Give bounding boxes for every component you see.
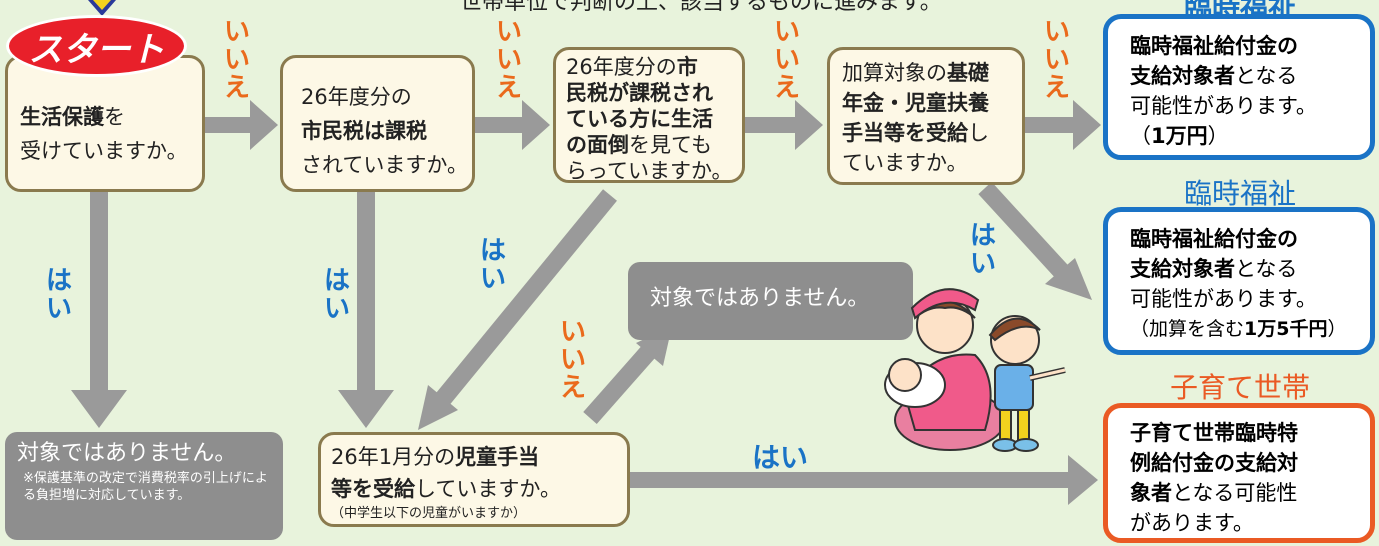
result-box-2: 臨時福祉給付金の 支給対象者となる 可能性があります。 （加算を含む1万5千円） — [1103, 207, 1375, 355]
question-child-allowance: 26年1月分の児童手当 等を受給していますか。 （中学生以下の児童がいますか） — [318, 432, 630, 527]
q4-l3a: 手当等を受給 — [842, 121, 968, 145]
r2-l2b: となる — [1235, 257, 1298, 281]
not-eligible-box-2: 対象ではありません。 — [628, 262, 913, 340]
q1-line2: 受けていますか。 — [20, 139, 188, 163]
no-4-char-2: い — [1043, 45, 1070, 75]
r1-l4a: （ — [1130, 124, 1151, 148]
label-yes-4: はい — [968, 222, 998, 278]
q5-b: 児童手当 — [455, 445, 540, 469]
r1-l3: 可能性があります。 — [1130, 94, 1317, 118]
yes-2-char-1: は — [323, 266, 350, 296]
label-no-3: いいえ — [772, 18, 802, 102]
r2-l4b: 1万5千円 — [1244, 318, 1328, 340]
no-3-char-3: え — [773, 73, 800, 103]
r3-l1: 子育て世帯臨時特 — [1130, 421, 1298, 445]
pointer-inner-icon — [93, 0, 111, 10]
no-4-char-3: え — [1043, 73, 1070, 103]
result-box-3: 子育て世帯臨時特 例給付金の支給対 象者となる可能性 があります。 — [1103, 403, 1375, 543]
q1-bold: 生活保護 — [20, 105, 104, 129]
q2-line1: 26年度分の — [301, 85, 412, 109]
question-tax: 26年度分の 市民税は課税 されていますか。 — [280, 55, 475, 192]
r2-l4c: ） — [1327, 318, 1347, 340]
no-2-char-2: い — [495, 45, 522, 75]
q5-d: していますか。 — [415, 477, 561, 501]
label-yes-1: はい — [44, 267, 74, 323]
no-5-char-2: い — [559, 345, 586, 375]
result-box-1: 臨時福祉給付金の 支給対象者となる 可能性があります。 （1万円） — [1103, 14, 1375, 160]
q3-l1a: 26年度分の — [566, 55, 677, 79]
yes-2-char-2: い — [323, 294, 350, 324]
label-no-2: いいえ — [494, 18, 524, 102]
no-3-char-1: い — [773, 17, 800, 47]
q5-c: 等を受給 — [331, 477, 415, 501]
r3-l2: 例給付金の支給対 — [1130, 451, 1298, 475]
label-yes-5: はい — [752, 441, 809, 474]
question-pension: 加算対象の基礎 年金・児童扶養 手当等を受給し ていますか。 — [827, 47, 1025, 185]
q2-line2: 市民税は課税 — [301, 119, 427, 143]
r1-l2b: となる — [1235, 64, 1298, 88]
no-3-char-2: い — [773, 45, 800, 75]
q5-note: （中学生以下の児童がいますか） — [331, 506, 527, 521]
not-eligible-text-2: 対象ではありません。 — [650, 286, 870, 311]
question-welfare: 生活保護を 受けていますか。 — [5, 55, 205, 192]
q4-l3b: し — [968, 121, 989, 145]
no-1-char-3: え — [223, 73, 250, 103]
r3-l3a: 象者 — [1130, 481, 1172, 505]
q4-l4: ていますか。 — [842, 151, 968, 175]
label-yes-2: はい — [322, 267, 352, 323]
not-eligible-text-1: 対象ではありません。 — [17, 441, 237, 466]
question-support: 26年度分の市 民税が課税され ている方に生活 の面倒を見ても らっていますか。 — [553, 47, 745, 183]
r1-l2a: 支給対象者 — [1130, 64, 1235, 88]
q3-l1b: 市 — [676, 55, 698, 79]
r2-l4a: （加算を含む — [1130, 318, 1245, 340]
yes-3-char-1: は — [479, 236, 506, 266]
not-eligible-note: ※保護基準の改定で消費税率の引上げによる負担増に対応しています。 — [23, 471, 268, 503]
start-badge — [6, 15, 187, 77]
r3-l3b: となる可能性 — [1172, 481, 1298, 505]
no-2-char-3: え — [495, 73, 522, 103]
q3-l3: ている方に生活 — [566, 107, 713, 131]
yes-3-char-2: い — [479, 264, 506, 294]
yes-4-char-2: い — [969, 249, 996, 279]
r2-l1: 臨時福祉給付金の — [1130, 227, 1298, 251]
not-eligible-box-1: 対象ではありません。 ※保護基準の改定で消費税率の引上げによる負担増に対応してい… — [5, 432, 283, 540]
q3-l2: 民税が課税され — [566, 81, 713, 105]
label-no-1: いいえ — [222, 18, 252, 102]
top-caption: 世帯単位で判断の上、該当するものに進みます。 — [460, 0, 942, 15]
r2-l3: 可能性があります。 — [1130, 287, 1317, 311]
r1-l1: 臨時福祉給付金の — [1130, 34, 1298, 58]
no-5-char-3: え — [559, 373, 586, 403]
q3-l4a: の面倒 — [566, 133, 629, 157]
q5-a: 26年1月分の — [331, 445, 456, 469]
label-yes-3: はい — [478, 237, 508, 293]
no-1-char-1: い — [223, 17, 250, 47]
q3-l5: らっていますか。 — [566, 159, 733, 183]
result-2-title: 臨時福祉 — [1183, 177, 1296, 210]
label-no-4: いいえ — [1042, 18, 1072, 102]
start-label: スタート — [28, 30, 165, 70]
r1-l4c: ） — [1207, 124, 1229, 148]
r1-l4b: 1万円 — [1151, 124, 1208, 148]
yes-1-char-2: い — [45, 294, 72, 324]
no-1-char-2: い — [223, 45, 250, 75]
r2-l2a: 支給対象者 — [1130, 257, 1235, 281]
q1-rest1: を — [104, 105, 125, 129]
yes-4-char-1: は — [969, 221, 996, 251]
no-4-char-1: い — [1043, 17, 1070, 47]
no-2-char-1: い — [495, 17, 522, 47]
label-no-5: いいえ — [558, 318, 588, 402]
r3-l4: があります。 — [1130, 511, 1254, 535]
q4-l1b: 基礎 — [947, 61, 989, 85]
no-5-char-1: い — [559, 317, 586, 347]
q2-line3: されていますか。 — [301, 153, 468, 177]
result-3-title: 子育て世帯 — [1169, 371, 1310, 404]
q4-l2: 年金・児童扶養 — [842, 91, 989, 115]
q4-l1a: 加算対象の — [842, 61, 947, 85]
yes-1-char-1: は — [45, 266, 72, 296]
q3-l4b: を見ても — [629, 133, 712, 157]
